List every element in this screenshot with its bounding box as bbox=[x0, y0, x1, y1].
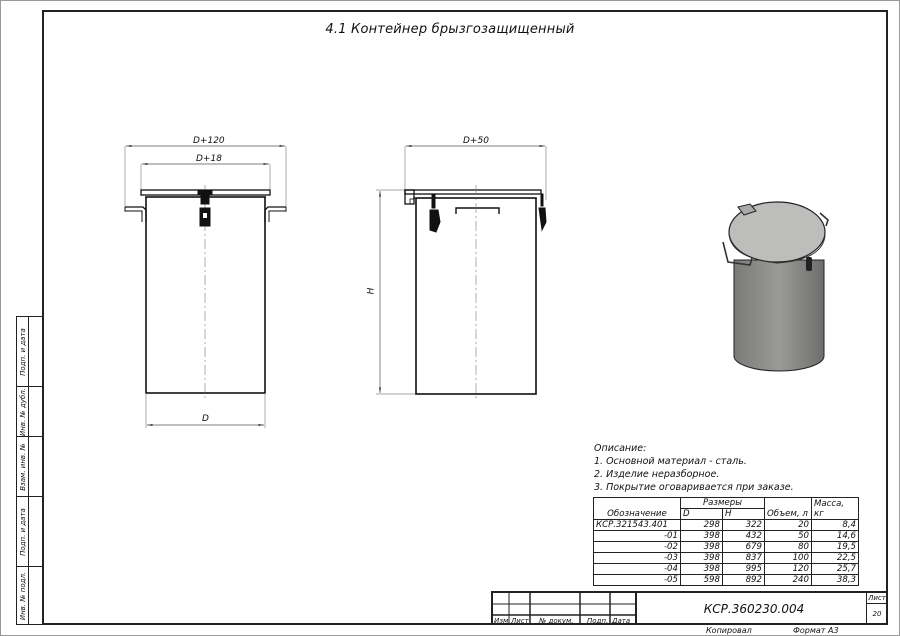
note-item: 3. Покрытие оговаривается при заказе. bbox=[594, 482, 794, 493]
header-volume: Объем, л bbox=[764, 497, 812, 520]
sheet-number: 20 bbox=[872, 610, 882, 618]
drawing-frame bbox=[42, 10, 888, 625]
cell-h: 322 bbox=[722, 519, 765, 531]
stamp-grid bbox=[493, 593, 635, 625]
cell-h: 995 bbox=[722, 563, 765, 575]
cell-volume: 100 bbox=[764, 552, 812, 564]
cell-volume: 120 bbox=[764, 563, 812, 575]
note-item: 1. Основной материал - сталь. bbox=[594, 456, 747, 467]
table-row: -02 398 679 80 19,5 bbox=[593, 541, 859, 553]
side-label: Инв. № дубл. bbox=[18, 387, 27, 436]
cell-d: 298 bbox=[680, 519, 723, 531]
side-stamp-strip: Подп. и дата Инв. № дубл. Взам. инв. № П… bbox=[16, 316, 42, 625]
side-cell: Подп. и дата bbox=[17, 317, 42, 387]
front-view bbox=[124, 144, 287, 428]
cell-mass: 38,3 bbox=[811, 574, 859, 586]
cell-d: 598 bbox=[680, 574, 723, 586]
dimension-side-height: H bbox=[366, 287, 377, 295]
cell-designation: -01 bbox=[593, 530, 681, 542]
title-block: Изм Лист № докум. Подп. Дата КСР.360230.… bbox=[491, 591, 887, 625]
cell-mass: 25,7 bbox=[811, 563, 859, 575]
side-label: Подп. и дата bbox=[18, 327, 27, 376]
cell-designation: -04 bbox=[593, 563, 681, 575]
side-view bbox=[376, 144, 547, 400]
format-label: Формат А3 bbox=[793, 626, 839, 635]
cell-mass: 14,6 bbox=[811, 530, 859, 542]
table-row: -03 398 837 100 22,5 bbox=[593, 552, 859, 564]
sheet-number-cell: Лист 20 bbox=[866, 593, 887, 625]
isometric-view bbox=[722, 201, 829, 372]
dimension-front-d: D bbox=[202, 414, 209, 424]
dimension-side-width: D+50 bbox=[463, 136, 489, 146]
note-item: 2. Изделие неразборное. bbox=[594, 469, 720, 480]
stamp-label-change: Изм bbox=[494, 617, 509, 625]
cell-d: 398 bbox=[680, 563, 723, 575]
side-label: Подп. и дата bbox=[18, 507, 27, 556]
header-sizes: Размеры bbox=[680, 497, 765, 509]
copied-label: Копировал bbox=[706, 626, 752, 635]
header-h: H bbox=[722, 508, 765, 520]
table-row: -05 598 892 240 38,3 bbox=[593, 574, 859, 586]
side-cell: Подп. и дата bbox=[17, 497, 42, 567]
header-designation: Обозначение bbox=[593, 497, 681, 520]
cell-h: 432 bbox=[722, 530, 765, 542]
cell-designation: -05 bbox=[593, 574, 681, 586]
stamp-label-sign: Подп. bbox=[587, 617, 609, 625]
drawing-title: 4.1 Контейнер брызгозащищенный bbox=[325, 22, 575, 37]
side-label: Инв. № подл. bbox=[18, 571, 27, 621]
side-cell: Инв. № подл. bbox=[17, 567, 42, 625]
dimension-front-inner: D+18 bbox=[196, 154, 222, 164]
cell-designation: -02 bbox=[593, 541, 681, 553]
side-cell: Взам. инв. № bbox=[17, 437, 42, 497]
notes-heading: Описание: bbox=[594, 443, 647, 454]
document-code: КСР.360230.004 bbox=[635, 593, 871, 625]
stamp-label-doc-no: № докум. bbox=[539, 617, 574, 625]
sheet-label: Лист bbox=[867, 594, 887, 604]
cell-volume: 50 bbox=[764, 530, 812, 542]
cell-mass: 8,4 bbox=[811, 519, 859, 531]
description-notes: Описание: 1. Основной материал - сталь. … bbox=[594, 442, 794, 494]
cell-designation: КСР.321543.401 bbox=[593, 519, 681, 531]
cell-d: 398 bbox=[680, 552, 723, 564]
cell-volume: 20 bbox=[764, 519, 812, 531]
header-mass: Масса, кг bbox=[811, 497, 859, 520]
side-cell: Инв. № дубл. bbox=[17, 387, 42, 437]
cell-d: 398 bbox=[680, 530, 723, 542]
stamp-label-date: Дата bbox=[612, 617, 631, 625]
cell-mass: 19,5 bbox=[811, 541, 859, 553]
table-row: -01 398 432 50 14,6 bbox=[593, 530, 859, 542]
cell-mass: 22,5 bbox=[811, 552, 859, 564]
cell-d: 398 bbox=[680, 541, 723, 553]
specification-table: Обозначение Размеры Объем, л Масса, кг D… bbox=[593, 497, 859, 586]
cell-h: 837 bbox=[722, 552, 765, 564]
side-label: Взам. инв. № bbox=[18, 442, 27, 491]
cell-h: 679 bbox=[722, 541, 765, 553]
cell-volume: 240 bbox=[764, 574, 812, 586]
cell-designation: -03 bbox=[593, 552, 681, 564]
table-row: -04 398 995 120 25,7 bbox=[593, 563, 859, 575]
header-d: D bbox=[680, 508, 723, 520]
dimension-front-outer: D+120 bbox=[193, 136, 225, 146]
cell-volume: 80 bbox=[764, 541, 812, 553]
cell-h: 892 bbox=[722, 574, 765, 586]
table-row: КСР.321543.401 298 322 20 8,4 bbox=[593, 519, 859, 531]
stamp-label-sheet: Лист bbox=[511, 617, 529, 625]
